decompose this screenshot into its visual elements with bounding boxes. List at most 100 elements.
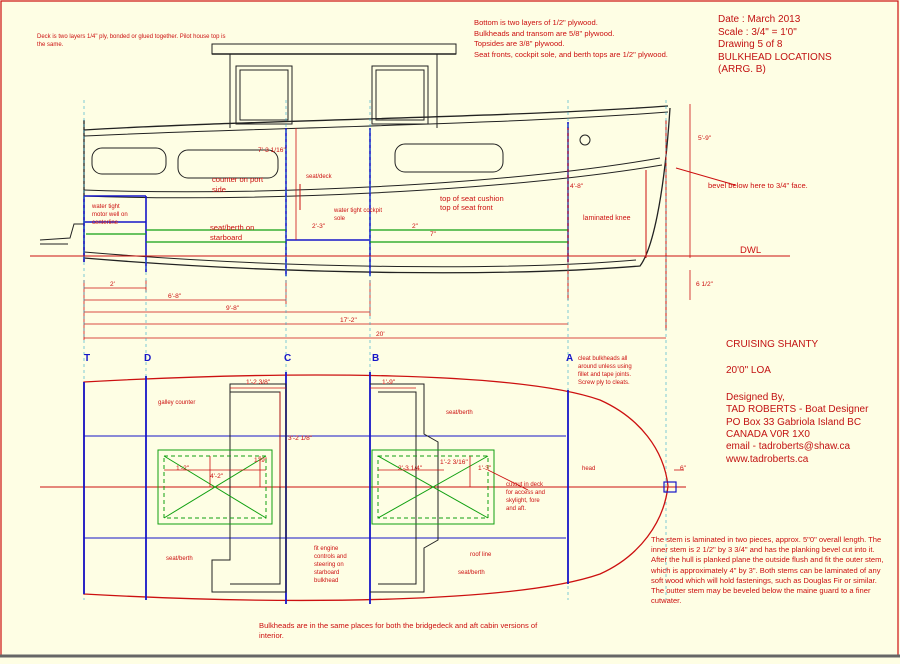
port-light-1 <box>91 147 167 175</box>
station-lines <box>83 100 667 600</box>
drawing-subject: BULKHEAD LOCATIONS <box>718 51 832 63</box>
label-seat-berth-profile-2: starboard <box>210 233 242 242</box>
plan-dim-8: 1'-2 3/16" <box>440 459 468 466</box>
label-cockpit-sole: water tight cockpit <box>333 208 382 214</box>
label-seat-cushion: top of seat cushion <box>440 194 504 203</box>
bevel-leader <box>675 167 736 186</box>
plan-dim-7: 2'-3 1/4" <box>398 465 423 472</box>
profile-dimensions <box>83 104 691 340</box>
bulkhead-letter-b: B <box>372 353 379 364</box>
label-head: head <box>582 466 595 472</box>
dim-cabin: 7'-3 1/16" <box>258 147 286 154</box>
boat-loa: 20'0" LOA <box>726 365 771 377</box>
pilothouse-roof <box>211 43 457 55</box>
pilothouse-window-fwd <box>371 65 429 125</box>
profile-seat-lines <box>86 229 568 243</box>
label-cleat-4: Screw ply to cleats. <box>578 380 630 386</box>
label-cutout-4: and aft. <box>506 506 526 512</box>
boat-name: CRUISING SHANTY <box>726 339 819 350</box>
dim-ls2: 6'-8" <box>168 293 182 300</box>
label-engine-3: steering on <box>314 562 344 568</box>
design-credit: CRUISING SHANTY 20'0" LOA Designed By, T… <box>726 339 868 466</box>
designer-address: PO Box 33 Gabriola Island BC <box>726 416 862 428</box>
spec-line-1: Bottom is two layers of 1/2" plywood. <box>474 18 598 27</box>
port-light-2 <box>177 149 279 179</box>
dim-ls3: 9'-8" <box>226 305 240 312</box>
dim-seat: 2'-3" <box>312 223 326 230</box>
deck-note: Deck is two layers 1/4" ply, bonded or g… <box>37 34 226 48</box>
label-laminated-knee: laminated knee <box>583 215 631 222</box>
plan-dim-5: 1'-9" <box>254 457 268 464</box>
dim-2: 2" <box>412 223 419 230</box>
plan-dim-9: 1'-3" <box>478 465 492 472</box>
label-seat-berth-mid: seat/berth <box>458 570 485 576</box>
label-engine-2: controls and <box>314 554 347 560</box>
bulkhead-note: Bulkheads are in the same places for bot… <box>259 621 538 640</box>
label-galley: galley counter <box>158 400 195 406</box>
sheer-line <box>83 105 669 131</box>
label-engine-4: starboard <box>314 570 339 576</box>
pilothouse-sides <box>229 54 438 128</box>
label-seat-berth-profile: seat/berth on <box>210 223 254 232</box>
label-engine-5: bulkhead <box>314 578 338 584</box>
bulkhead-letter-a: A <box>566 353 573 364</box>
label-cleat-3: fillet and tape joints. <box>578 372 631 378</box>
plan-dim-6: 1'-9" <box>382 379 396 386</box>
label-dwl: DWL <box>740 245 761 256</box>
dim-ls4: 17'-2" <box>340 317 357 324</box>
bulkhead-letter-d: D <box>144 353 151 364</box>
label-cleat: cleat bulkheads all <box>578 356 627 362</box>
drawing-scale: Scale : 3/4" = 1'0" <box>718 26 797 38</box>
designer-website[interactable]: www.tadroberts.ca <box>726 453 809 465</box>
drawing-number: Drawing 5 of 8 <box>718 39 783 51</box>
dim-stem: 4'-8" <box>570 183 584 190</box>
label-engine: fit engine <box>314 546 339 552</box>
bulkhead-letter-t: T <box>84 353 90 364</box>
dim-ls1: 2' <box>110 281 115 288</box>
plan-dim-10: 6" <box>680 465 687 472</box>
spec-line-2: Bulkheads and transom are 5/8" plywood. <box>474 28 615 38</box>
designer-email[interactable]: email - tadroberts@shaw.ca <box>726 441 851 453</box>
dim-ls5: 20' <box>376 331 385 338</box>
hull-plan-outline <box>83 374 669 602</box>
plan-dim-1: 1'-2 3/8" <box>246 379 271 386</box>
label-seat-deck: seat/deck <box>306 174 333 180</box>
dim-height: 5'-9" <box>698 135 712 142</box>
label-cockpit-sole-2: sole <box>334 216 346 222</box>
label-cutout-3: skylight, fore <box>506 498 540 504</box>
label-bevel: bevel below here to 3/4" face. <box>708 181 808 190</box>
title-block: Date : March 2013 Scale : 3/4" = 1'0" Dr… <box>718 14 832 77</box>
port-light-3 <box>394 143 504 173</box>
label-motor-well-2: motor well on <box>92 212 128 218</box>
materials-spec: Bottom is two layers of 1/2" plywood. Bu… <box>474 18 668 60</box>
label-seat-berth-fwd: seat/berth <box>446 410 473 416</box>
label-counter-port: counter on port <box>212 175 264 184</box>
drawing-arrangement: (ARRG. B) <box>718 64 766 76</box>
spec-line-3: Topsides are 3/8" plywood. <box>474 39 565 49</box>
stem-note: The stem is laminated in two pieces, app… <box>651 535 884 606</box>
dim-rake: 6 1/2" <box>696 281 714 288</box>
drawing-date: Date : March 2013 <box>718 14 801 25</box>
plan-view <box>40 372 686 604</box>
plan-dim-3: 4'-2" <box>210 473 224 480</box>
plan-dim-4: 1'-2" <box>176 465 190 472</box>
label-seat-berth-aft: seat/berth <box>166 556 193 562</box>
label-seat-front: top of seat front <box>440 203 494 212</box>
stem-lines <box>567 120 667 330</box>
designed-by: Designed By, <box>726 391 785 403</box>
spec-line-4: Seat fronts, cockpit sole, and berth top… <box>474 49 668 59</box>
label-roof-line: roof line <box>470 552 492 558</box>
port-light-round <box>579 134 591 146</box>
plan-dim-2: 3'-2 1/8" <box>288 435 313 442</box>
label-motor-well: water tight <box>91 204 120 210</box>
chine-line <box>83 157 661 193</box>
label-counter-port-2: side <box>212 185 226 194</box>
label-cleat-2: around unless using <box>578 364 632 370</box>
bulkhead-letter-c: C <box>284 353 291 364</box>
label-cutout: cutout in deck <box>506 482 544 488</box>
label-motor-well-3: centerline <box>92 220 119 226</box>
hull-bottom <box>83 107 671 274</box>
label-cutout-2: for access and <box>506 490 545 496</box>
